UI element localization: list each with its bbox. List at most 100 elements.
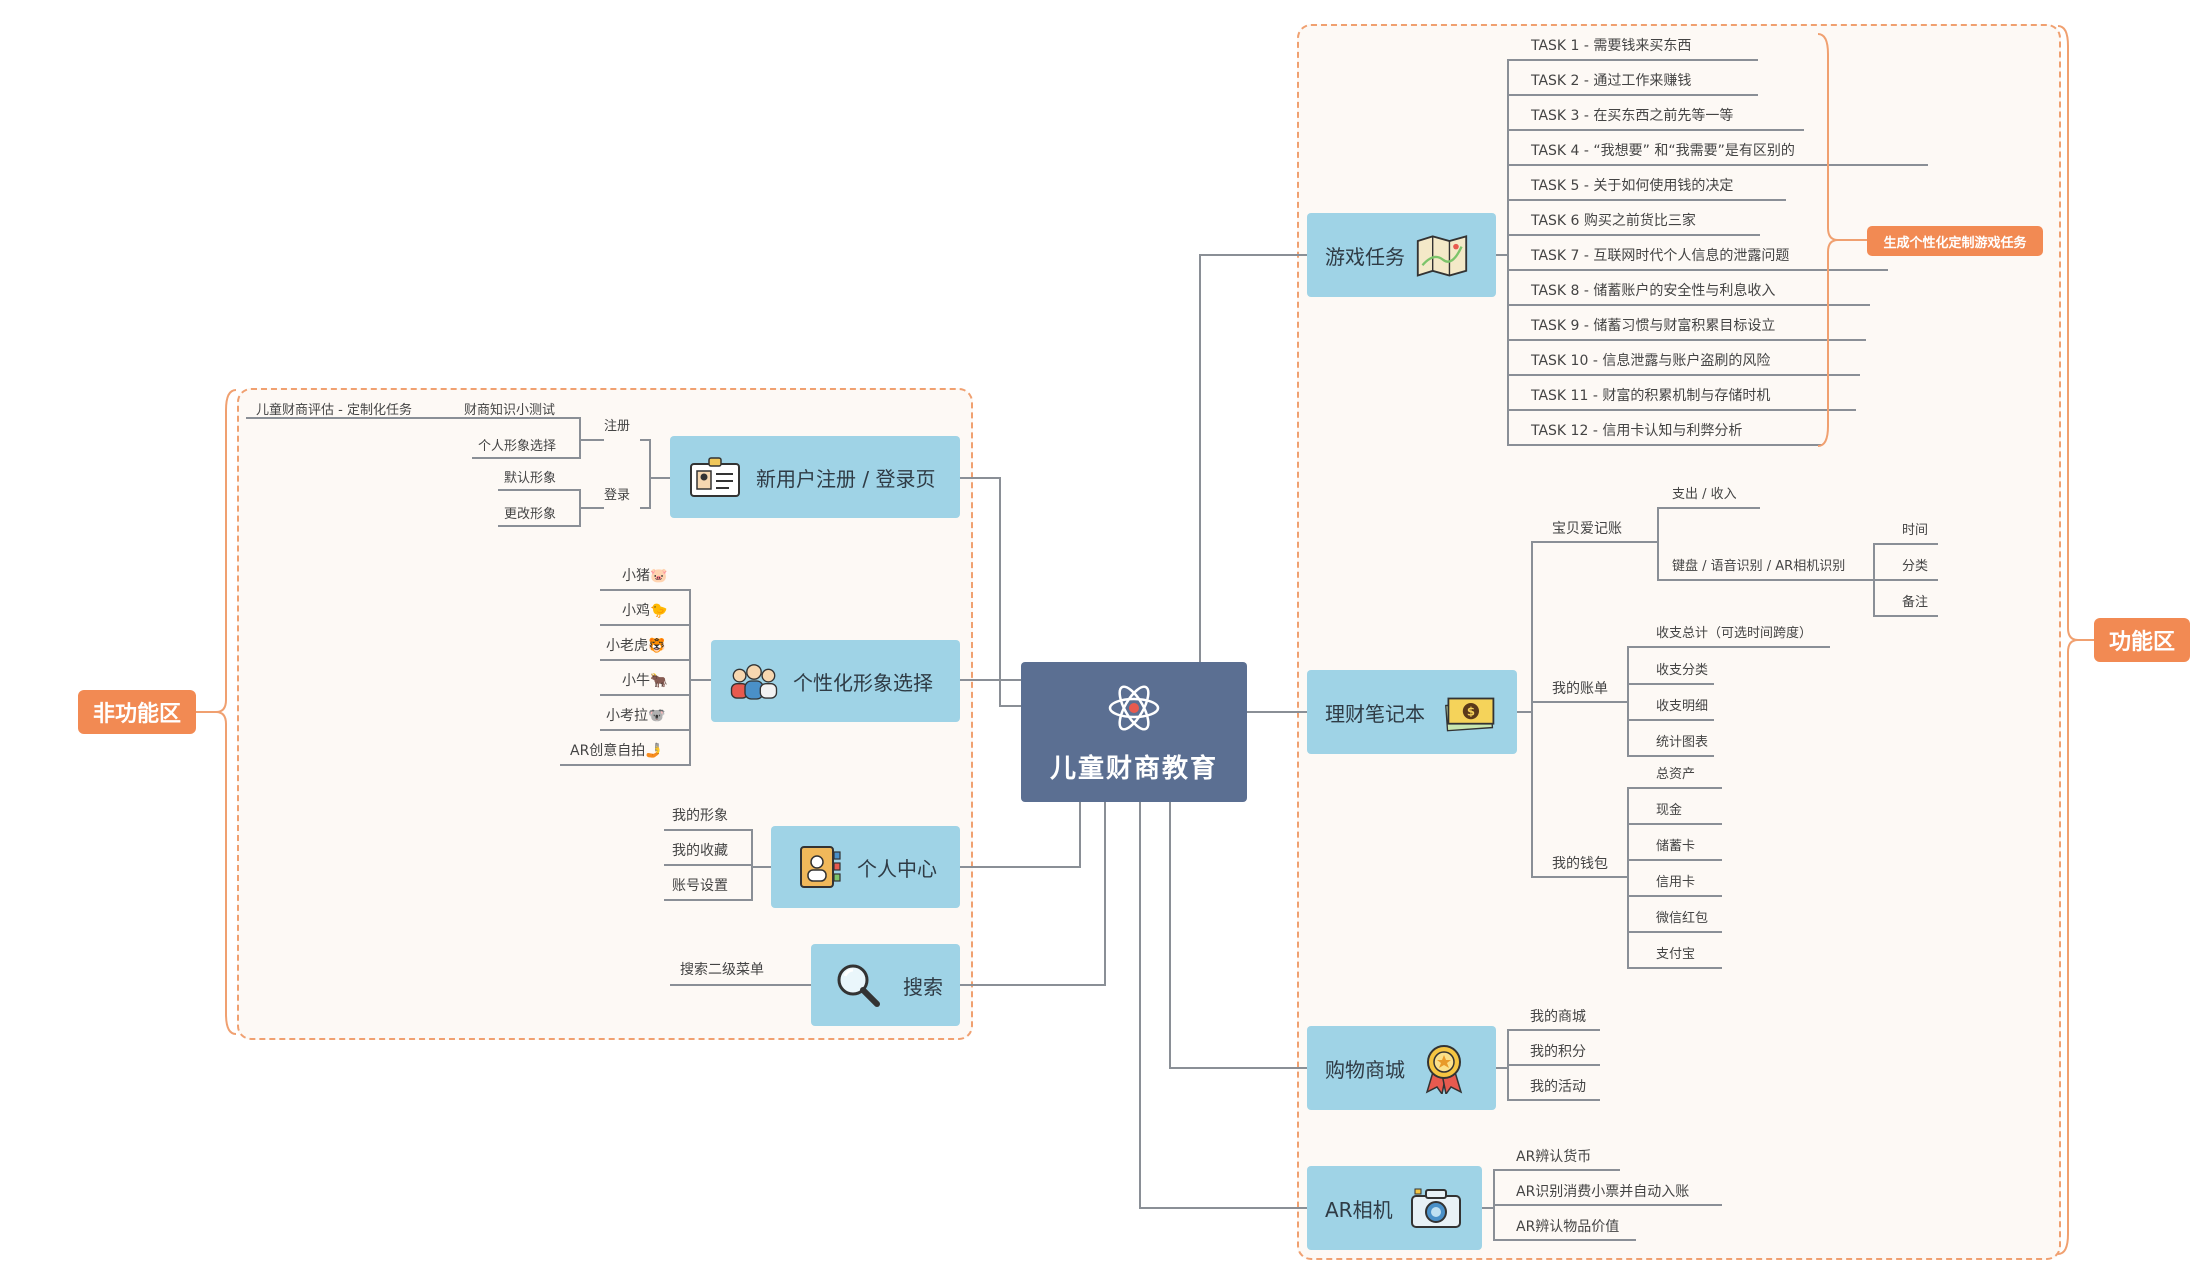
node-ar-camera[interactable]: AR相机 xyxy=(1307,1166,1482,1250)
leaf-personal-item[interactable]: 我的收藏 xyxy=(672,843,728,859)
leaf-mall-item[interactable]: 我的活动 xyxy=(1530,1079,1586,1095)
people-icon xyxy=(727,657,781,705)
leaf-wallet-item[interactable]: 支付宝 xyxy=(1656,947,1696,962)
leaf-default-avatar[interactable]: 默认形象 xyxy=(504,471,557,486)
leaf-register[interactable]: 注册 xyxy=(604,419,631,434)
leaf-ar-item[interactable]: AR识别消费小票并自动入账 xyxy=(1516,1184,1690,1200)
leaf-avatar-select[interactable]: 个人形象选择 xyxy=(478,439,557,454)
leaf-task[interactable]: TASK 11 - 财富的积累机制与存储时机 xyxy=(1531,388,1771,404)
leaf-task[interactable]: TASK 6 购买之前货比三家 xyxy=(1531,213,1696,229)
leaf-change-avatar[interactable]: 更改形象 xyxy=(504,507,557,522)
leaf-bookkeeping[interactable]: 宝贝爱记账 xyxy=(1552,521,1622,537)
node-ar-camera-label: AR相机 xyxy=(1325,1197,1393,1222)
leaf-task[interactable]: TASK 3 - 在买东西之前先等一等 xyxy=(1531,108,1734,124)
magnifier-icon xyxy=(831,961,885,1009)
link-field xyxy=(1873,580,1938,617)
leaf-mall-item[interactable]: 我的商城 xyxy=(1530,1009,1586,1025)
leaf-quiz[interactable]: 财商知识小测试 xyxy=(464,403,556,418)
leaf-personal-item[interactable]: 账号设置 xyxy=(672,878,728,894)
link-avatar-item xyxy=(560,680,691,766)
leaf-wallet-item[interactable]: 微信红包 xyxy=(1656,911,1709,926)
camera-icon xyxy=(1409,1184,1463,1232)
leaf-avatar-item[interactable]: 小猪🐷 xyxy=(622,568,668,584)
leaf-my-bills[interactable]: 我的账单 xyxy=(1552,681,1608,697)
leaf-task[interactable]: TASK 10 - 信息泄露与账户盗刷的风险 xyxy=(1531,353,1771,369)
leaf-task[interactable]: TASK 9 - 储蓄习惯与财富积累目标设立 xyxy=(1531,318,1776,334)
leaf-bill-item[interactable]: 收支总计（可选时间跨度） xyxy=(1656,626,1813,641)
medal-icon xyxy=(1417,1044,1471,1094)
node-shopping-mall-label: 购物商城 xyxy=(1325,1057,1405,1082)
leaf-ar-item[interactable]: AR辨认货币 xyxy=(1516,1149,1592,1165)
leaf-avatar-item[interactable]: 小牛🐂 xyxy=(622,673,668,689)
leaf-task[interactable]: TASK 12 - 信用卡认知与利弊分析 xyxy=(1531,423,1743,439)
id-badge-icon xyxy=(688,453,742,501)
link-center-register xyxy=(960,477,1021,707)
link-personal-item xyxy=(664,864,753,867)
link-wallet-item xyxy=(1627,859,1722,877)
link-mall-item xyxy=(1507,1029,1600,1068)
link-login-default xyxy=(498,489,604,509)
leaf-task[interactable]: TASK 8 - 储蓄账户的安全性与利息收入 xyxy=(1531,283,1776,299)
leaf-field-time[interactable]: 时间 xyxy=(1902,523,1929,538)
leaf-task[interactable]: TASK 7 - 互联网时代个人信息的泄露问题 xyxy=(1531,248,1790,264)
leaf-avatar-item[interactable]: 小考拉🐨 xyxy=(606,708,666,724)
link-avatar-item xyxy=(600,659,691,680)
link-input xyxy=(1657,542,1862,581)
leaf-field-category[interactable]: 分类 xyxy=(1902,559,1929,574)
node-register-login-label: 新用户注册 / 登录页 xyxy=(756,466,936,491)
leaf-assessment[interactable]: 儿童财商评估 - 定制化任务 xyxy=(256,403,412,418)
link-personal-item xyxy=(664,867,753,901)
link-wallet xyxy=(1531,712,1628,878)
link-register xyxy=(640,439,670,479)
link-register-quiz xyxy=(440,417,604,441)
link-center-ar xyxy=(1139,802,1307,1209)
link-login xyxy=(640,478,651,509)
link-ar-item xyxy=(1493,1208,1636,1241)
leaf-avatar-item[interactable]: 小鸡🐤 xyxy=(622,603,668,619)
leaf-bill-item[interactable]: 收支分类 xyxy=(1656,663,1709,678)
link-center-search xyxy=(960,802,1106,986)
node-personal-center[interactable]: 个人中心 xyxy=(771,826,960,908)
node-register-login[interactable]: 新用户注册 / 登录页 xyxy=(670,436,960,518)
leaf-wallet-item[interactable]: 现金 xyxy=(1656,803,1683,818)
leaf-avatar-item[interactable]: AR创意自拍🤳 xyxy=(570,743,663,759)
leaf-task[interactable]: TASK 4 - “我想要” 和“我需要”是有区别的 xyxy=(1531,143,1795,159)
leaf-my-wallet[interactable]: 我的钱包 xyxy=(1552,856,1608,872)
leaf-bill-item[interactable]: 收支明细 xyxy=(1656,699,1709,714)
leaf-input-method[interactable]: 键盘 / 语音识别 / AR相机识别 xyxy=(1672,559,1846,574)
link-ar-item xyxy=(1493,1204,1722,1208)
atom-icon xyxy=(1106,680,1162,740)
link-bill-item xyxy=(1627,683,1714,702)
leaf-mall-item[interactable]: 我的积分 xyxy=(1530,1044,1586,1060)
node-finance-notebook[interactable]: 理财笔记本 $ xyxy=(1307,670,1517,754)
central-topic[interactable]: 儿童财商教育 xyxy=(1021,662,1247,802)
link-bookkeeping xyxy=(1531,541,1646,712)
node-avatar-select[interactable]: 个性化形象选择 xyxy=(711,640,960,722)
link-register-avatar xyxy=(472,440,581,459)
leaf-task[interactable]: TASK 1 - 需要钱来买东西 xyxy=(1531,38,1692,54)
leaf-wallet-item[interactable]: 总资产 xyxy=(1656,767,1696,782)
node-game-tasks[interactable]: 游戏任务 xyxy=(1307,213,1496,297)
leaf-login[interactable]: 登录 xyxy=(604,488,631,503)
custom-task-tag: 生成个性化定制游戏任务 xyxy=(1867,226,2043,256)
leaf-personal-item[interactable]: 我的形象 xyxy=(672,808,728,824)
node-search[interactable]: 搜索 xyxy=(811,944,960,1026)
leaf-task[interactable]: TASK 5 - 关于如何使用钱的决定 xyxy=(1531,178,1734,194)
link-bills xyxy=(1531,701,1628,712)
node-game-tasks-label: 游戏任务 xyxy=(1325,244,1405,269)
node-shopping-mall[interactable]: 购物商城 xyxy=(1307,1026,1496,1110)
leaf-wallet-item[interactable]: 储蓄卡 xyxy=(1656,839,1696,854)
leaf-wallet-item[interactable]: 信用卡 xyxy=(1656,875,1696,890)
leaf-avatar-item[interactable]: 小老虎🐯 xyxy=(606,638,666,654)
contact-card-icon xyxy=(793,843,847,891)
leaf-expense-income[interactable]: 支出 / 收入 xyxy=(1672,487,1737,502)
link-task-item xyxy=(1507,255,1822,446)
link-center-mall xyxy=(1169,802,1307,1069)
leaf-task[interactable]: TASK 2 - 通过工作来赚钱 xyxy=(1531,73,1692,89)
leaf-search-submenu[interactable]: 搜索二级菜单 xyxy=(680,962,764,978)
leaf-ar-item[interactable]: AR辨认物品价值 xyxy=(1516,1219,1620,1235)
leaf-field-note[interactable]: 备注 xyxy=(1902,595,1929,610)
leaf-bill-item[interactable]: 统计图表 xyxy=(1656,735,1709,750)
